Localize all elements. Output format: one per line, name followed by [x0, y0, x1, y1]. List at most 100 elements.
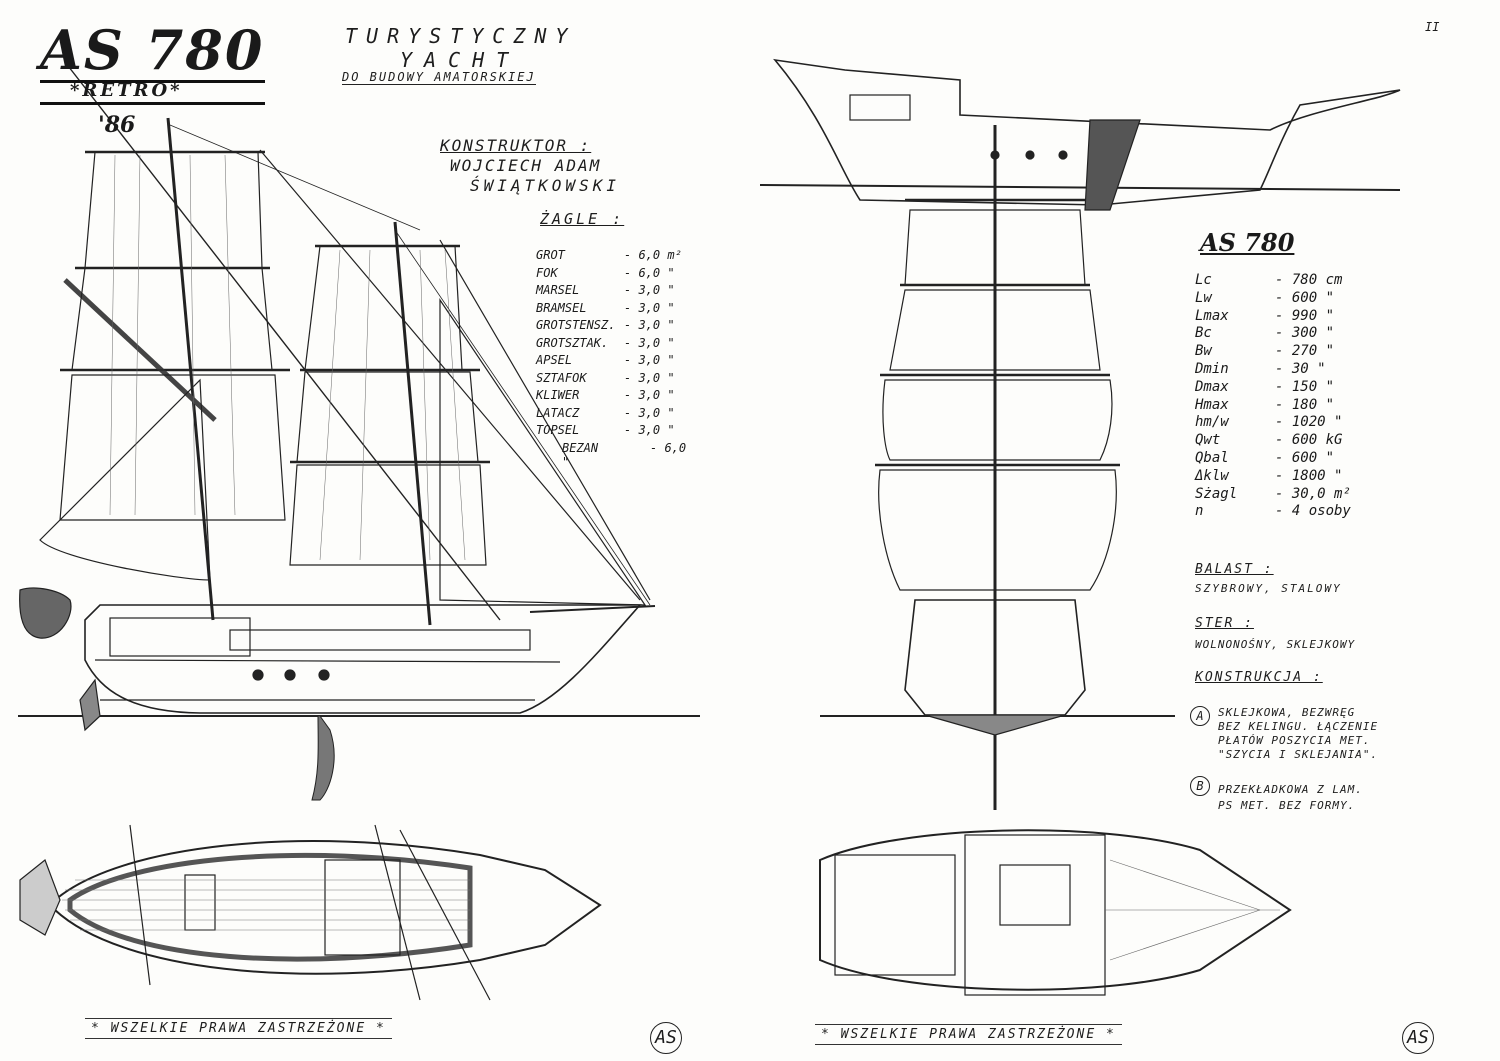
option-b-text: PRZEKŁADKOWA Z LAM. PS MET. BEZ FORMY.: [1218, 782, 1363, 814]
spec-key: Qbal: [1195, 450, 1229, 466]
option-a-marker: A: [1190, 706, 1210, 726]
spec-row: hm/w - 1020 ": [1195, 414, 1342, 430]
sail-row: BEZAN- 6,0 ": [562, 441, 696, 469]
spec-value: - 600 ": [1275, 450, 1335, 466]
sail-row: GROT - 6,0 m²: [536, 248, 682, 262]
sail-area: - 6,0 m²: [624, 248, 682, 262]
sail-area: - 3,0 ": [624, 283, 675, 297]
sail-row: FOK - 6,0 ": [536, 266, 675, 280]
spec-key: Lmax: [1195, 307, 1229, 324]
spec-row: Qbal - 600 ": [1195, 450, 1334, 466]
model-title: AS 780: [1200, 228, 1295, 257]
sail-name: SZTAFOK: [536, 370, 587, 385]
designer-name-2: ŚWIĄTKOWSKI: [470, 176, 620, 195]
spec-key: Dmin: [1195, 361, 1229, 377]
option-b-line-1: PRZEKŁADKOWA Z LAM.: [1218, 783, 1363, 796]
header-line-2: YACHT: [400, 48, 521, 72]
sail-name: BEZAN: [562, 440, 599, 455]
page-number: II: [1425, 20, 1440, 34]
sail-name: FOK: [536, 265, 558, 280]
spec-value: - 1800 ": [1275, 467, 1343, 484]
right-initials: AS: [1402, 1022, 1434, 1054]
spec-value: - 150 ": [1275, 378, 1335, 395]
sail-area: - 3,0 ": [624, 423, 675, 437]
sails-title: ŻAGLE :: [540, 210, 625, 228]
sail-area: - 3,0 ": [624, 405, 675, 420]
construction-title: KONSTRUKCJA :: [1195, 670, 1323, 685]
spec-value: - 990 ": [1275, 307, 1335, 324]
option-b-marker: B: [1190, 776, 1210, 796]
spec-key: Sżagl: [1195, 485, 1238, 502]
logo-subtitle: *RETRO*: [70, 80, 183, 101]
year-label: '86: [98, 112, 136, 138]
sail-row: TOPSEL - 3,0 ": [536, 423, 675, 437]
spec-row: Lmax - 990 ": [1195, 308, 1334, 324]
spec-row: Sżagl- 30,0 m²: [1195, 486, 1351, 502]
sail-area: - 3,0 ": [624, 300, 675, 315]
spec-row: n - 4 osoby: [1195, 503, 1351, 519]
spec-key: Lw: [1195, 289, 1212, 306]
sail-row: KLIWER- 3,0 ": [536, 388, 675, 402]
header-line-1: TURYSTYCZNY: [345, 24, 577, 48]
sail-row: GROTSZTAK. - 3,0 ": [536, 336, 675, 350]
spec-key: Bw: [1195, 343, 1212, 360]
spec-row: Qwt- 600 kG: [1195, 432, 1342, 448]
sail-name: APSEL: [536, 353, 573, 367]
sail-name: KLIWER: [536, 388, 580, 402]
spec-value: - 600 kG: [1275, 432, 1343, 449]
option-b-line-2: PS MET. BEZ FORMY.: [1218, 799, 1356, 812]
spec-value: - 270 ": [1275, 343, 1335, 360]
option-a-text: SKLEJKOWA, BEZWRĘG BEZ KELINGU. ŁĄCZENIE…: [1218, 706, 1378, 762]
hull-profile: [84, 604, 642, 714]
rudder-title: STER :: [1195, 616, 1254, 631]
spec-value: - 30 ": [1275, 361, 1326, 377]
sail-name: BRAMSEL: [536, 300, 587, 315]
sail-name: GROT: [536, 248, 565, 262]
designer-name-1: WOJCIECH ADAM: [450, 156, 602, 175]
spec-value: - 180 ": [1275, 396, 1335, 413]
header-line-3: DO BUDOWY AMATORSKIEJ: [342, 70, 536, 85]
spec-row: Dmin - 30 ": [1195, 361, 1326, 377]
spec-value: - 600 ": [1275, 289, 1335, 306]
sail-name: MARSEL: [536, 283, 580, 297]
sail-row: LATACZ - 3,0 ": [536, 406, 675, 420]
logo-underline-2: [40, 102, 265, 105]
sail-area: - 3,0 ": [624, 335, 675, 350]
sail-area: - 6,0 ": [624, 265, 675, 280]
spec-row: Lw - 600 ": [1195, 290, 1334, 306]
spec-key: Hmax: [1195, 396, 1229, 413]
rudder-text: WOLNONOŚNY, SKLEJKOWY: [1195, 638, 1356, 651]
sail-area: - 6,0 ": [562, 440, 687, 469]
spec-value: - 1020 ": [1275, 414, 1343, 431]
spec-value: - 4 osoby: [1275, 503, 1351, 520]
sail-row: APSEL- 3,0 ": [536, 353, 675, 367]
logo-title: AS 780: [40, 18, 265, 82]
left-footer: * WSZELKIE PRAWA ZASTRZEŻONE *: [85, 1018, 392, 1039]
sail-row: SZTAFOK - 3,0 ": [536, 371, 675, 385]
spec-row: Dmax - 150 ": [1195, 379, 1334, 395]
spec-value: - 300 ": [1275, 325, 1335, 342]
left-initials: AS: [650, 1022, 682, 1054]
sail-name: GROTSZTAK.: [536, 335, 609, 350]
spec-key: hm/w: [1195, 414, 1229, 431]
spec-key: Dmax: [1195, 378, 1229, 395]
sail-name: GROTSTENSZ.: [536, 318, 616, 332]
spec-key: Bc: [1195, 325, 1212, 342]
spec-key: n: [1195, 503, 1204, 520]
ballast-title: BALAST :: [1195, 562, 1274, 577]
spec-key: Δklw: [1195, 467, 1229, 484]
sail-name: TOPSEL: [536, 423, 580, 437]
option-a-line-2: BEZ KELINGU. ŁĄCZENIE: [1218, 720, 1379, 733]
option-a-line-4: "SZYCIA I SKLEJANIA".: [1218, 748, 1379, 761]
sail-name: LATACZ: [536, 405, 580, 420]
option-a-line-3: PŁATÓW POSZYCIA MET.: [1218, 734, 1371, 747]
spec-row: Δklw - 1800 ": [1195, 468, 1342, 484]
sail-area: - 3,0 ": [624, 318, 675, 332]
spec-row: Lc- 780 cm: [1195, 272, 1342, 288]
sail-area: - 3,0 ": [624, 370, 675, 385]
spec-row: Bw - 270 ": [1195, 343, 1334, 359]
sail-row: GROTSTENSZ. - 3,0 ": [536, 318, 675, 332]
spec-value: - 780 cm: [1275, 272, 1343, 288]
logo-underline: [40, 80, 265, 83]
